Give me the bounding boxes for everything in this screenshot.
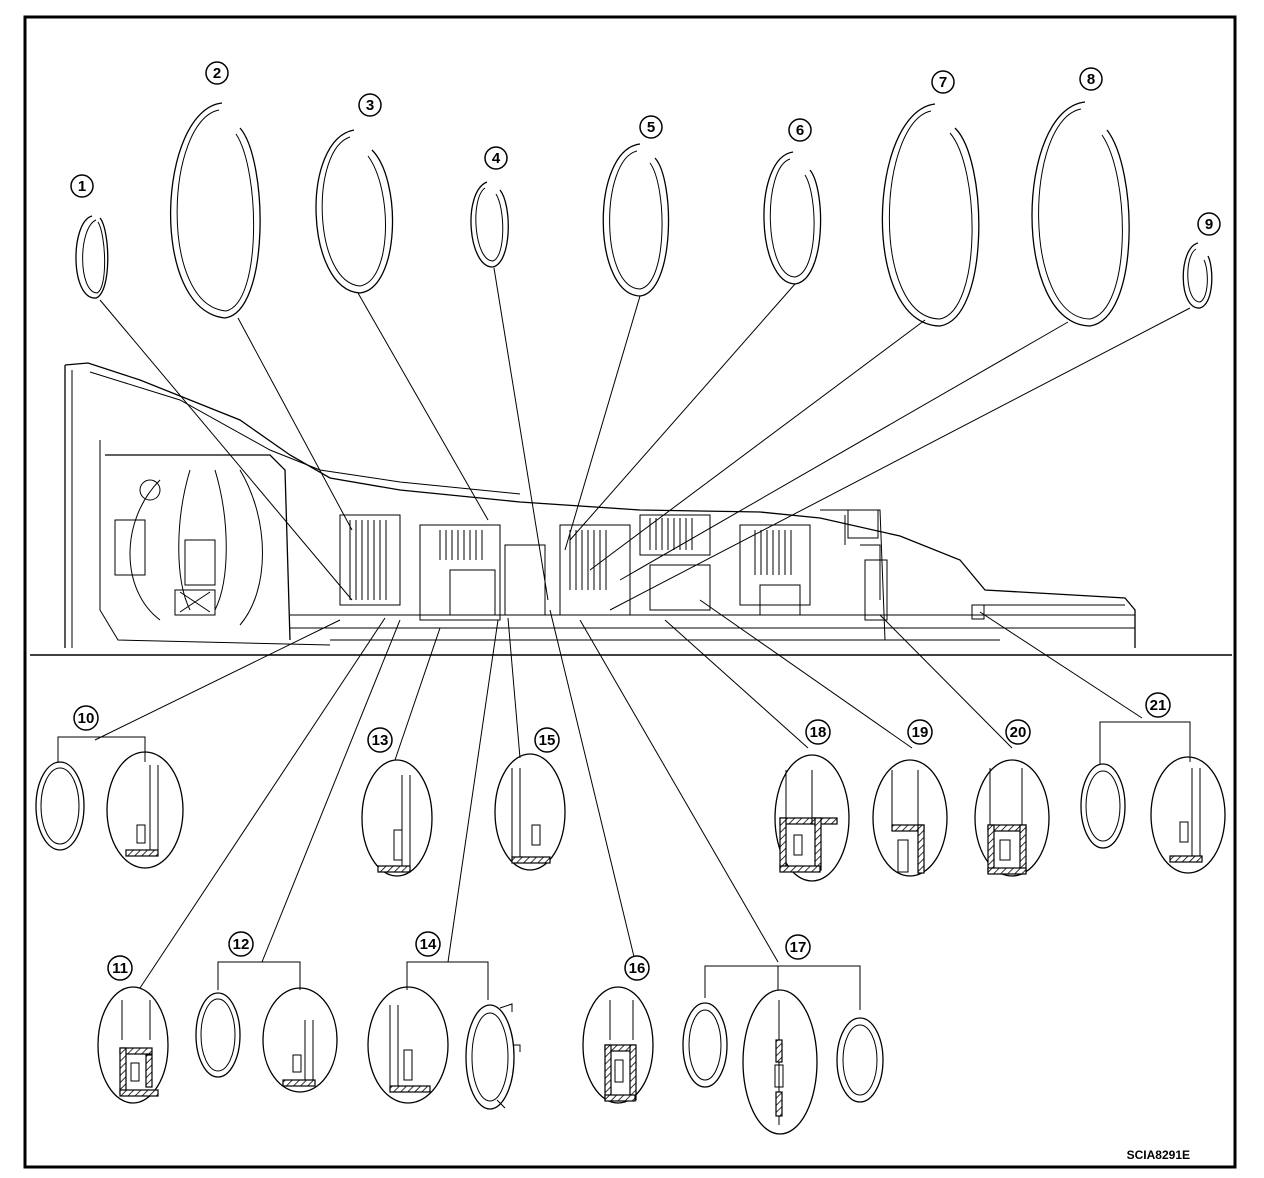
callout-2: 2 <box>205 61 229 85</box>
callout-16: 16 <box>624 955 650 981</box>
callout-number: 18 <box>810 724 827 741</box>
seal-detail-16 <box>582 986 654 1104</box>
seal-detail-12 <box>262 987 338 1093</box>
seal-detail-20 <box>974 759 1050 877</box>
oring-10 <box>35 761 85 851</box>
callout-number: 9 <box>1205 216 1213 233</box>
callout-5: 5 <box>639 115 663 139</box>
callout-number: 21 <box>1150 697 1167 714</box>
snap-ring-3 <box>315 129 394 294</box>
callout-number: 12 <box>233 936 250 953</box>
callout-13: 13 <box>367 727 393 753</box>
callout-20: 20 <box>1005 719 1031 745</box>
callout-number: 6 <box>796 122 804 139</box>
callout-3: 3 <box>358 93 382 117</box>
seal-detail-14 <box>367 986 449 1104</box>
callout-number: 1 <box>78 178 86 195</box>
figure-frame <box>23 15 1237 1169</box>
callout-9: 9 <box>1197 212 1221 236</box>
callout-8: 8 <box>1079 67 1103 91</box>
oring-17-left <box>682 1002 728 1088</box>
callout-4: 4 <box>484 146 508 170</box>
callout-number: 2 <box>213 65 221 82</box>
callout-number: 10 <box>78 710 95 727</box>
callout-number: 7 <box>939 74 947 91</box>
callout-number: 17 <box>790 939 807 956</box>
callout-21: 21 <box>1145 692 1171 718</box>
snap-ring-9 <box>1182 242 1213 309</box>
thrust-washer-14 <box>465 1003 521 1110</box>
callout-19: 19 <box>907 719 933 745</box>
snap-ring-8 <box>1031 101 1130 327</box>
snap-ring-4 <box>470 181 509 268</box>
callout-number: 14 <box>420 936 437 953</box>
callout-15: 15 <box>534 727 560 753</box>
seal-detail-21 <box>1150 756 1226 874</box>
callout-number: 4 <box>492 150 501 167</box>
transmission-cross-section <box>30 362 1232 656</box>
snap-ring-2 <box>169 102 261 319</box>
callout-number: 15 <box>539 732 556 749</box>
clutch-pack-front <box>339 514 546 621</box>
seal-detail-10 <box>106 751 184 869</box>
callout-11: 11 <box>107 955 133 981</box>
callout-1: 1 <box>70 174 94 198</box>
callout-10: 10 <box>73 705 99 731</box>
callout-number: 19 <box>912 724 929 741</box>
clutch-pack-rear <box>739 509 888 641</box>
callout-17: 17 <box>785 934 811 960</box>
seal-detail-17 <box>742 989 818 1135</box>
oring-12 <box>195 992 241 1078</box>
callout-number: 8 <box>1087 71 1095 88</box>
seal-detail-15 <box>494 753 566 871</box>
callout-number: 11 <box>112 960 128 977</box>
snap-ring-1 <box>75 215 109 299</box>
callout-6: 6 <box>788 118 812 142</box>
callout-12: 12 <box>228 931 254 957</box>
group-brackets <box>57 721 1191 1010</box>
seal-detail-18 <box>774 754 850 882</box>
figure-code: SCIA8291E <box>1127 1148 1190 1162</box>
callout-number: 20 <box>1010 724 1027 741</box>
clutch-pack-middle <box>559 514 711 616</box>
callout-number: 3 <box>366 97 374 114</box>
seal-detail-13 <box>361 759 433 877</box>
callout-7: 7 <box>931 70 955 94</box>
oring-17-right <box>836 1017 884 1103</box>
seal-detail-19 <box>872 759 948 877</box>
callout-18: 18 <box>805 719 831 745</box>
callout-number: 13 <box>372 732 389 749</box>
callout-number: 5 <box>647 119 655 136</box>
snap-ring-7 <box>881 103 980 327</box>
snap-ring-5 <box>602 143 670 297</box>
callout-14: 14 <box>415 931 441 957</box>
snap-ring-6 <box>763 151 822 285</box>
leader-lines <box>94 267 1191 989</box>
seal-detail-11 <box>97 986 169 1104</box>
callout-number: 16 <box>629 960 646 977</box>
oring-21 <box>1080 763 1126 849</box>
